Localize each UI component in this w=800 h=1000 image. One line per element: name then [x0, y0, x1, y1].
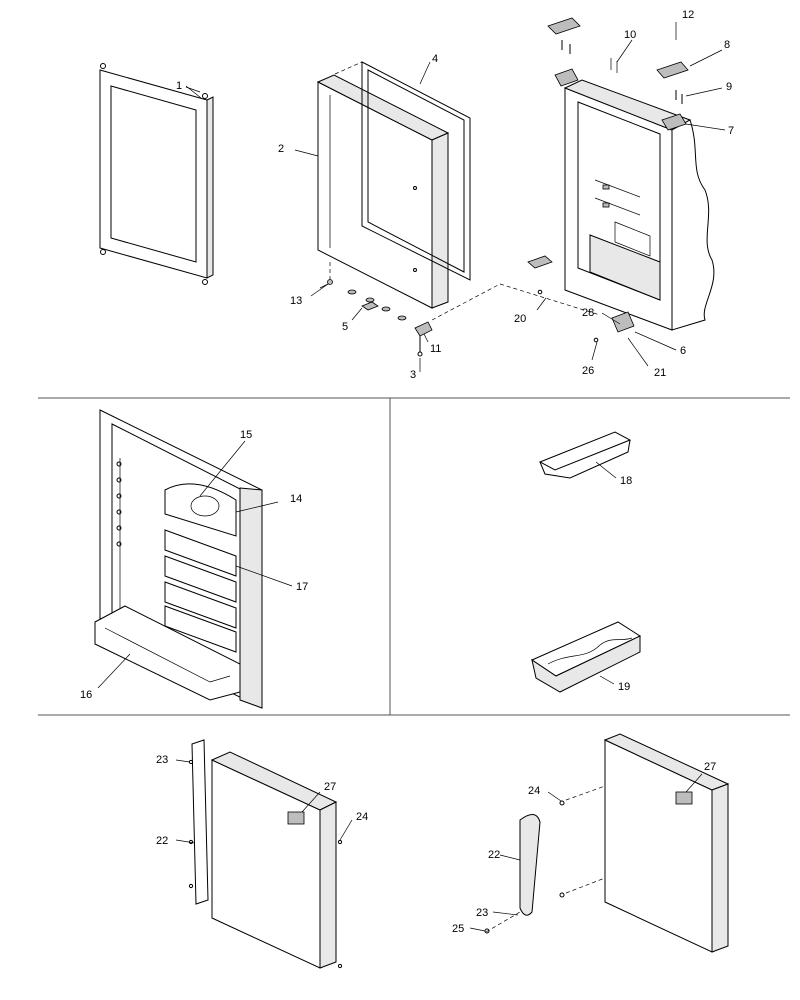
callout-15: 15	[240, 429, 252, 441]
callout-7: 7	[728, 125, 734, 137]
callout-20: 20	[514, 313, 526, 325]
callout-3: 3	[410, 369, 416, 381]
callout-6: 6	[680, 345, 686, 357]
callout-14: 14	[290, 493, 302, 505]
callout-10: 10	[624, 29, 636, 41]
cabinet-part	[527, 79, 715, 343]
callout-9: 9	[726, 81, 732, 93]
callout-23: 23	[156, 754, 168, 766]
callout-12: 12	[682, 9, 694, 21]
shelf-parts	[530, 431, 642, 693]
callout-25-right: 25	[452, 923, 464, 935]
door-liner-part	[94, 409, 263, 709]
callout-19: 19	[618, 681, 630, 693]
callout-labels: 1 2 3 4 5 6 7 8 9 10 11 12 13 14 15 16 1…	[80, 9, 734, 935]
section-dividers	[38, 397, 790, 716]
lower-right-door	[484, 733, 730, 953]
upper-hinges	[547, 17, 689, 131]
callout-27-right: 27	[704, 761, 716, 773]
callout-23-right: 23	[476, 907, 488, 919]
callout-11: 11	[430, 343, 441, 355]
callout-2: 2	[278, 143, 284, 155]
lower-left-door	[188, 739, 343, 969]
leader-lines	[97, 22, 726, 932]
callout-4: 4	[432, 53, 438, 65]
callout-17: 17	[296, 581, 308, 593]
callout-18: 18	[620, 475, 632, 487]
door-gasket-part	[334, 61, 471, 281]
callout-13: 13	[290, 295, 302, 307]
callout-26: 26	[582, 365, 594, 377]
door-lower-hardware	[319, 262, 601, 357]
callout-28: 28	[582, 307, 594, 319]
callout-27: 27	[324, 781, 336, 793]
callout-16: 16	[80, 689, 92, 701]
callout-8: 8	[724, 39, 730, 51]
door-panel-part	[316, 74, 450, 309]
callout-1: 1	[176, 80, 182, 92]
callout-21: 21	[654, 367, 666, 379]
callout-22: 22	[156, 835, 168, 847]
callout-24: 24	[356, 811, 368, 823]
callout-24-right: 24	[528, 785, 540, 797]
callout-22-right: 22	[488, 849, 500, 861]
callout-5: 5	[342, 321, 348, 333]
door-frame-part	[99, 63, 214, 285]
